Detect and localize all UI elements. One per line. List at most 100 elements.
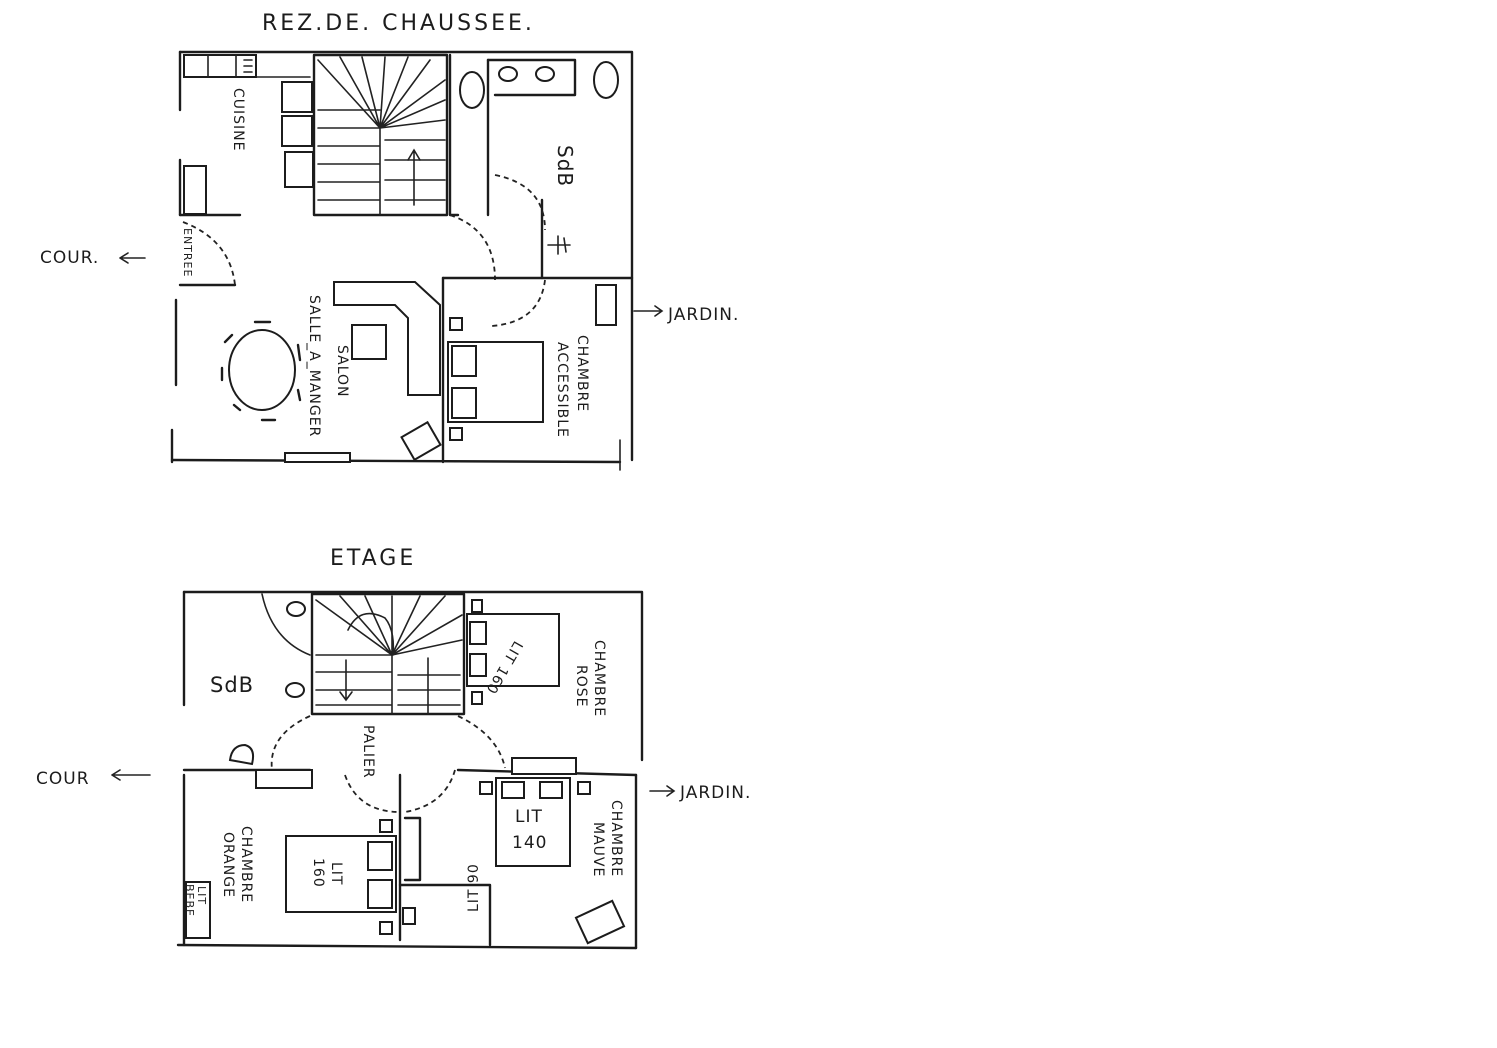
label-lit-bebe-2: BEBE — [183, 884, 196, 917]
ground-sink-2 — [535, 66, 555, 82]
rose-door-swing — [457, 715, 506, 769]
upper-toilet — [285, 682, 305, 698]
orange-nightstand-2 — [379, 921, 393, 935]
label-lit-140-2: 140 — [512, 833, 547, 853]
ground-toilet-1 — [459, 71, 485, 109]
outer-wall-top-right — [178, 50, 634, 462]
orange-pillow-1 — [367, 841, 393, 871]
dining-table — [228, 329, 296, 411]
upper-bath-door-swing — [270, 715, 311, 771]
label-chambre-orange-2: ORANGE — [220, 832, 236, 898]
label-lit-orange-2: 160 — [310, 858, 326, 888]
corner-sofa — [333, 281, 441, 396]
label-chambre-rose-2: ROSE — [573, 665, 589, 707]
rose-nightstand-2 — [471, 691, 483, 705]
nightstand-2 — [449, 427, 463, 441]
upper-wall-top-right — [182, 590, 644, 762]
coffee-table — [351, 324, 387, 360]
mauve-pillow-2 — [539, 781, 563, 799]
bed-pillow-1 — [451, 345, 477, 377]
mauve-nightstand-2 — [577, 781, 591, 795]
title-upper-floor: ETAGE — [330, 546, 416, 571]
upper-stair-outline — [310, 592, 466, 716]
mauve-armchair — [574, 899, 626, 945]
bedroom-wardrobe — [595, 284, 617, 326]
label-lit-bebe-1: LIT — [195, 886, 208, 905]
label-lit-140-1: LIT — [515, 807, 543, 827]
orange-door-swing — [344, 774, 401, 813]
tv-unit — [284, 452, 351, 463]
arrow-right-jardin-upper — [649, 785, 676, 797]
hall-door-swing — [449, 214, 496, 281]
rose-pillow-2 — [469, 653, 487, 677]
nightstand-1 — [449, 317, 463, 331]
arrow-left-cour-upper — [111, 769, 151, 781]
ground-sink-1 — [498, 66, 518, 82]
orange-desk — [403, 816, 422, 882]
kitchen-chair-3 — [284, 151, 314, 188]
label-sdb-upper: SdB — [210, 673, 254, 697]
stair-treads-right — [384, 139, 446, 201]
ground-staircase — [312, 53, 449, 217]
outer-wall-bottom — [170, 458, 622, 464]
upper-stair-rail — [347, 612, 395, 656]
label-cour-ground: COUR. — [40, 248, 99, 268]
label-chambre-accessible-1: CHAMBRE — [574, 335, 590, 412]
bath-wall-left — [448, 53, 460, 217]
label-sdb-ground: SdB — [553, 145, 577, 187]
label-cour-upper: COUR — [36, 769, 90, 789]
label-lit-90: LIT 90 — [466, 863, 482, 912]
label-lit-orange-1: LIT — [328, 862, 344, 885]
mauve-door-swing — [404, 769, 456, 813]
baby-cot — [185, 881, 211, 939]
mauve-pillow-1 — [501, 781, 525, 799]
orange-pillow-2 — [367, 879, 393, 909]
label-salle-a-manger: SALLE_A_MANGER — [306, 295, 322, 437]
upper-wall-bottom — [176, 943, 638, 950]
label-chambre-orange-1: CHAMBRE — [238, 826, 254, 903]
rose-nightstand-1 — [471, 599, 483, 613]
stair-winders — [317, 56, 446, 129]
bed-pillow-2 — [451, 387, 477, 419]
ground-toilet-2 — [593, 61, 619, 99]
label-chambre-mauve-1: CHAMBRE — [608, 800, 624, 877]
wall-small-room — [398, 883, 492, 947]
stair-treads-left — [317, 109, 381, 216]
dining-chairs — [220, 320, 302, 422]
kitchen-counter — [183, 54, 257, 78]
label-jardin-ground: JARDIN. — [667, 305, 739, 325]
label-jardin-upper: JARDIN. — [679, 783, 751, 803]
upper-staircase — [310, 592, 466, 716]
small-room-stool — [402, 907, 416, 925]
entry-cabinet — [183, 165, 207, 215]
mauve-nightstand-1 — [479, 781, 493, 795]
upper-stair-treads-right — [397, 657, 461, 715]
upper-washbasin — [228, 743, 255, 766]
upper-stair-winders — [315, 595, 463, 656]
orange-wardrobe — [255, 769, 313, 789]
bath-vanity — [486, 58, 577, 97]
upper-floor-plan: SdB PALIER LIT 160 CHAMBRE ROSE LIT 140 … — [36, 590, 751, 950]
rose-pillow-1 — [469, 621, 487, 645]
label-chambre-mauve-2: MAUVE — [590, 822, 606, 877]
kitchen-chair-2 — [281, 115, 313, 147]
stair-arrow — [407, 148, 421, 206]
shower-mark — [547, 235, 571, 255]
armchair — [400, 420, 442, 462]
orange-nightstand-1 — [379, 819, 393, 833]
label-chambre-rose-1: CHAMBRE — [591, 640, 607, 717]
label-entree: ENTREE — [181, 228, 194, 277]
bath-door-swing — [494, 174, 546, 231]
upper-bath-tub — [261, 593, 311, 656]
label-chambre-accessible-2: ACCESSIBLE — [554, 342, 570, 438]
entry-door-swing — [182, 221, 236, 286]
upper-stair-arrow — [339, 659, 353, 702]
label-salon: SALON — [334, 345, 350, 398]
counter-details — [207, 54, 253, 78]
label-cuisine: CUISINE — [230, 88, 246, 152]
arrow-right-jardin — [633, 305, 664, 317]
bedroom-door-swing — [491, 279, 546, 327]
label-palier: PALIER — [360, 725, 376, 779]
kitchen-chair-1 — [281, 81, 313, 113]
